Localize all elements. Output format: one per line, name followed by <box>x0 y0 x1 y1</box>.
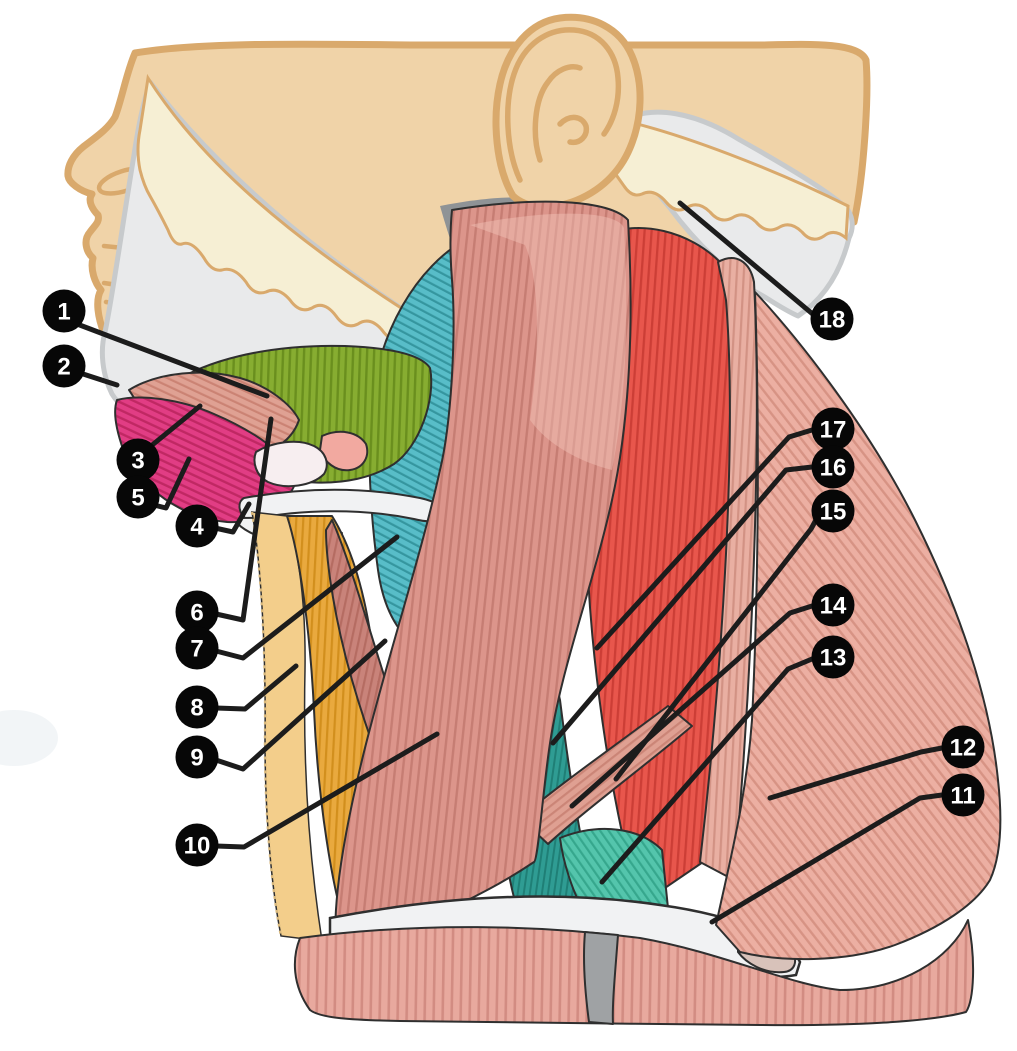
label-circle-16[interactable] <box>811 445 855 489</box>
label-9[interactable]: 9 <box>175 735 219 779</box>
label-8[interactable]: 8 <box>175 685 219 729</box>
label-3[interactable]: 3 <box>116 438 160 482</box>
label-circle-3[interactable] <box>116 438 160 482</box>
label-10[interactable]: 10 <box>175 823 219 867</box>
label-17[interactable]: 17 <box>811 407 855 451</box>
ear-inner-lines <box>505 27 622 183</box>
label-circle-12[interactable] <box>941 725 985 769</box>
label-14[interactable]: 14 <box>811 583 855 627</box>
cream-band-right <box>603 116 850 242</box>
hyoid-pink-tissue <box>319 430 369 472</box>
label-circle-11[interactable] <box>941 773 985 817</box>
label-circle-1[interactable] <box>42 289 86 333</box>
hyoid-bone <box>253 440 328 488</box>
label-5[interactable]: 5 <box>116 475 160 519</box>
label-12[interactable]: 12 <box>941 725 985 769</box>
background-shadow <box>0 710 58 766</box>
label-circle-13[interactable] <box>811 635 855 679</box>
light-yellow-dotted-edge <box>250 511 283 937</box>
sternum-bone <box>583 931 619 1025</box>
label-circle-8[interactable] <box>175 685 219 729</box>
label-circle-4[interactable] <box>175 504 219 548</box>
label-circle-9[interactable] <box>175 735 219 779</box>
label-7[interactable]: 7 <box>175 626 219 670</box>
label-circle-17[interactable] <box>811 407 855 451</box>
label-2[interactable]: 2 <box>42 344 86 388</box>
scm-highlight <box>470 213 627 470</box>
ear <box>492 13 644 211</box>
trapezius-muscle <box>715 291 1002 961</box>
label-18[interactable]: 18 <box>810 297 854 341</box>
label-13[interactable]: 13 <box>811 635 855 679</box>
label-circle-7[interactable] <box>175 626 219 670</box>
label-circle-10[interactable] <box>175 823 219 867</box>
label-circle-15[interactable] <box>811 489 855 533</box>
label-circle-18[interactable] <box>810 297 854 341</box>
label-circle-14[interactable] <box>811 583 855 627</box>
label-4[interactable]: 4 <box>175 504 219 548</box>
label-circle-6[interactable] <box>175 590 219 634</box>
chest-muscle-band <box>293 919 975 1027</box>
label-circle-2[interactable] <box>42 344 86 388</box>
ear-outline <box>492 13 644 211</box>
label-1[interactable]: 1 <box>42 289 86 333</box>
label-11[interactable]: 11 <box>941 773 985 817</box>
label-16[interactable]: 16 <box>811 445 855 489</box>
label-circle-5[interactable] <box>116 475 160 519</box>
label-15[interactable]: 15 <box>811 489 855 533</box>
